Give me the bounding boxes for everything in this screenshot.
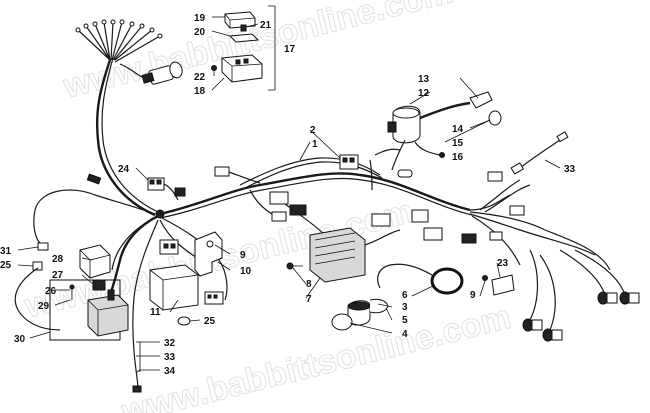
callout-19: 19 — [194, 13, 206, 24]
center-left-components — [132, 177, 224, 393]
callout-33-bottom: 33 — [164, 352, 176, 363]
harness-main-run — [159, 172, 471, 216]
light-plugs — [522, 249, 640, 342]
harness-trunk-upper — [95, 59, 156, 217]
part-16-ground — [414, 141, 441, 156]
callout-30: 30 — [14, 334, 26, 345]
grommet-parts — [331, 263, 464, 331]
connector-412 — [411, 209, 429, 223]
callout-7: 7 — [306, 294, 312, 305]
part-33-lead-right — [519, 139, 561, 169]
lead-to-part-30 — [14, 267, 61, 331]
callout-24: 24 — [118, 164, 130, 175]
connector-272 — [271, 211, 287, 222]
main-harness — [33, 19, 473, 371]
leader-lines — [17, 16, 561, 373]
part-5-boot — [369, 298, 389, 314]
callout-grouping — [139, 341, 160, 372]
callout-21: 21 — [260, 20, 272, 31]
part-13-spark-lead — [419, 101, 471, 120]
callout-6: 6 — [402, 290, 408, 301]
part-31-plug — [37, 242, 49, 251]
callout-27: 27 — [52, 270, 64, 281]
callout-1: 1 — [312, 139, 318, 150]
callout-32: 32 — [164, 338, 176, 349]
watermark: www.babbittsonline.com www.babbittsonlin… — [20, 0, 516, 413]
callout-15: 15 — [452, 138, 464, 149]
callout-26: 26 — [45, 286, 57, 297]
callout-4: 4 — [402, 329, 408, 340]
connector-510 — [509, 205, 525, 216]
connector-372 — [371, 213, 391, 227]
part-19-fuse-cover — [224, 11, 256, 29]
right-harness-branch — [411, 131, 640, 342]
callout-29: 29 — [38, 301, 50, 312]
connector-424 — [423, 227, 443, 241]
top-connector-fan — [75, 19, 163, 63]
part-23-bracket — [491, 274, 515, 296]
ignition-coil-assembly — [387, 91, 502, 171]
callout-11: 11 — [150, 307, 161, 318]
callout-34: 34 — [164, 366, 176, 377]
callout-28: 28 — [52, 254, 64, 265]
callout-numbers: 1 2 3 4 5 6 7 8 9 9 10 11 12 13 14 15 16… — [0, 13, 576, 377]
callout-8: 8 — [306, 279, 312, 290]
callout-23: 23 — [497, 258, 509, 269]
part-20-gasket — [228, 33, 260, 43]
part-9-screw-right — [482, 275, 488, 281]
callout-10: 10 — [240, 266, 252, 277]
callout-2: 2 — [310, 125, 316, 136]
plug-d — [619, 291, 640, 305]
callout-20: 20 — [194, 27, 206, 38]
connector-215 — [214, 166, 230, 177]
part-17-bracket-line — [268, 5, 276, 91]
part-22-screw — [211, 65, 217, 71]
watermark-text-top: www.babbittsonline.com — [59, 0, 457, 106]
callout-9-left: 9 — [240, 250, 246, 261]
plug-b — [542, 328, 563, 342]
callout-3: 3 — [402, 302, 408, 313]
callout-9-right: 9 — [470, 290, 476, 301]
cylinder-plug — [397, 169, 413, 178]
callout-13: 13 — [418, 74, 430, 85]
part-25-grommet — [177, 316, 191, 326]
part-21-fuse — [240, 24, 247, 32]
left-components — [14, 242, 129, 341]
part-6-ring — [430, 267, 464, 295]
plug-c — [597, 291, 618, 305]
callout-31: 31 — [0, 246, 12, 257]
watermark-text-bottom: www.babbittsonline.com — [117, 298, 515, 413]
connector-270 — [269, 191, 289, 205]
part-4-cap — [331, 313, 353, 331]
part-15-boot — [488, 110, 502, 126]
part-11-box — [149, 264, 199, 311]
part-30-module — [87, 294, 129, 337]
callout-12: 12 — [418, 88, 430, 99]
connector-490 — [489, 231, 503, 241]
part-14-plug-cap — [469, 91, 493, 109]
callout-25-right: 25 — [204, 316, 216, 327]
callout-18: 18 — [194, 86, 206, 97]
connector-290 — [289, 204, 307, 216]
callout-22: 22 — [194, 72, 206, 83]
connector-462 — [461, 233, 477, 244]
callout-17: 17 — [284, 44, 296, 55]
callout-16: 16 — [452, 152, 464, 163]
part-18-fuse-block — [221, 54, 263, 83]
plug-a — [522, 318, 543, 332]
part-8-screw — [286, 262, 294, 270]
part-28-relay — [79, 244, 111, 279]
callout-14: 14 — [452, 124, 464, 135]
part-27-connector — [92, 279, 106, 291]
harness-trunk-upper-b — [101, 57, 159, 213]
part-10-bracket — [194, 231, 223, 277]
connector-488 — [487, 171, 503, 182]
callout-5: 5 — [402, 315, 408, 326]
lead-to-part-31 — [33, 189, 156, 246]
callout-25-left: 25 — [0, 260, 12, 271]
callout-33-right: 33 — [564, 164, 576, 175]
fuse-box-assembly — [211, 5, 276, 91]
center-components — [214, 148, 413, 283]
